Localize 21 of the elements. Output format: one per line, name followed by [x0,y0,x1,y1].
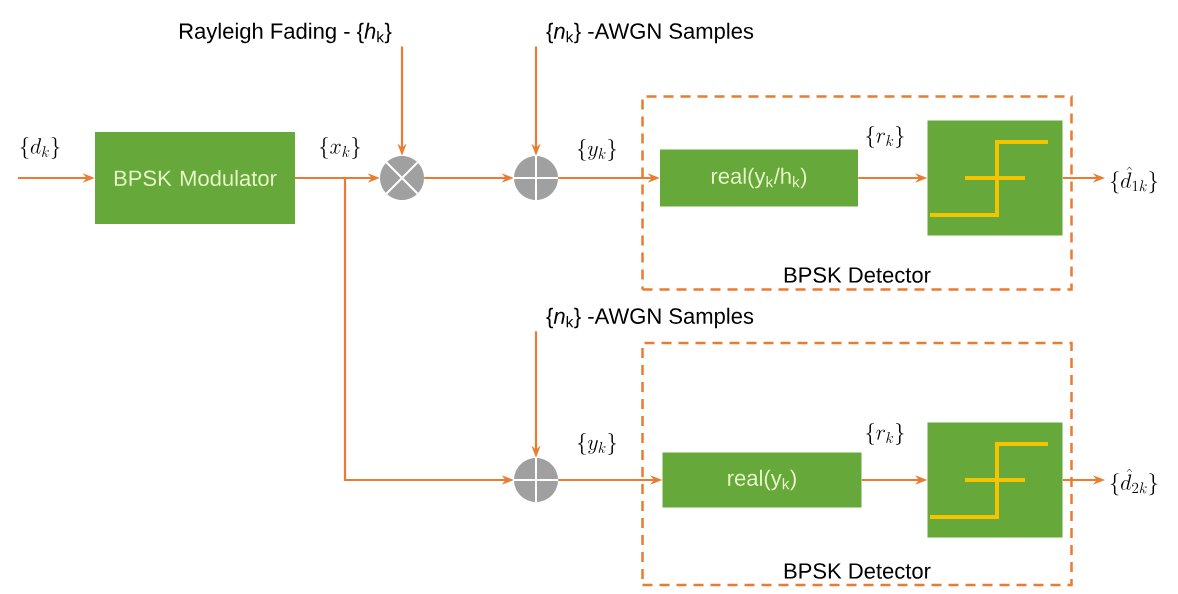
adder-circle [512,456,560,504]
input-label: {n$_{k}$} -AWGN Samples [546,22,754,44]
slicer-box [927,120,1063,236]
edge-label: $\{y_k\}$ [575,138,619,162]
process-box: real(y$_{k}$) [662,452,862,508]
input-label: {n$_{k}$} -AWGN Samples [546,307,754,329]
edge-label: $\{x_k\}$ [317,136,363,160]
frame-label: BPSK Detector [784,563,931,579]
process-box: real(y$_{k}$/h$_{k}$) [660,149,858,207]
edge-label: $\{r_k\}$ [863,422,907,446]
frame-label: BPSK Detector [784,267,931,283]
process-box: BPSK Modulator [95,132,295,224]
edge-label: $\{r_k\}$ [863,125,907,149]
multiplier-circle [380,156,424,200]
edge-label: $\{\hat{d}_{1k}\}$ [1108,165,1160,195]
edge-label: $\{d_k\}$ [18,136,63,160]
input-label: Rayleigh Fading - {h$_{k}$} [180,22,392,44]
slicer-box [927,422,1063,538]
edge-label: $\{y_k\}$ [575,432,619,456]
edge-label: $\{\hat{d}_{2k}\}$ [1108,467,1160,497]
adder-circle [512,154,560,202]
